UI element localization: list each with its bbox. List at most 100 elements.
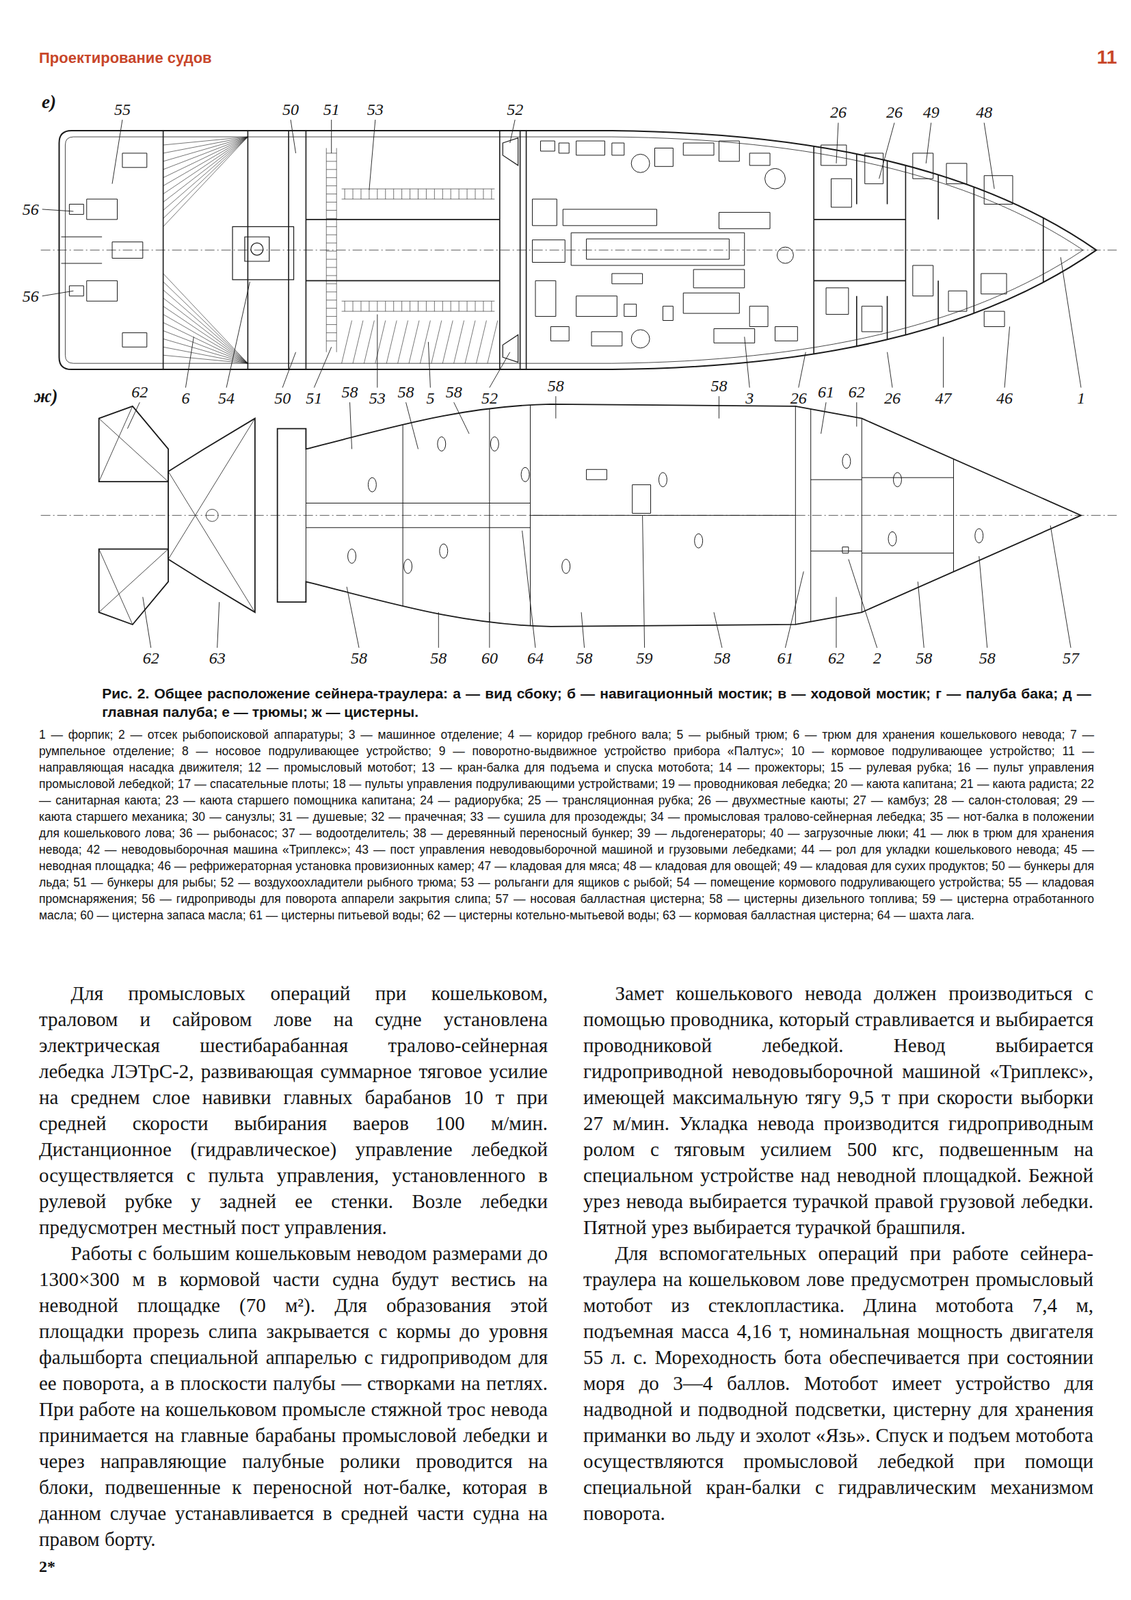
stern-machinery (122, 153, 148, 168)
engine-room-machinery (535, 280, 556, 316)
tank-division (530, 514, 796, 516)
bulkhead-line (305, 280, 500, 282)
leader-line (718, 395, 720, 419)
manhole (888, 531, 897, 546)
bulkhead-line (937, 280, 939, 364)
engine-room-machinery (718, 211, 770, 229)
hatching (163, 136, 249, 145)
callout-number: 56 (21, 200, 41, 219)
leader-line (555, 395, 556, 419)
callout-number: 62 (129, 382, 150, 401)
leader-line (282, 352, 296, 388)
callout-number: 62 (141, 648, 161, 667)
fore-compartment-fittings (821, 144, 1013, 332)
engine-room-machinery (550, 326, 569, 341)
deck-line (64, 136, 1083, 364)
thruster-room (244, 236, 270, 262)
engine-room-machinery (693, 269, 745, 288)
hatching (409, 300, 411, 312)
hatching (397, 320, 409, 364)
hatching (326, 234, 337, 236)
callout-number: 6 (179, 389, 191, 407)
leader-line (454, 402, 470, 434)
engine-room-machinery (558, 142, 569, 154)
hatching (376, 300, 378, 312)
fore-compartment-fittings (983, 175, 1013, 205)
hatching (326, 147, 327, 352)
stern-machinery (60, 263, 102, 264)
tank-division (305, 527, 530, 528)
hatching (384, 188, 386, 199)
tank-outline (99, 404, 1082, 627)
hatching (434, 188, 435, 199)
leader-line (1050, 525, 1071, 648)
hatching (458, 188, 460, 199)
leader-line (1004, 326, 1010, 388)
hatching (393, 188, 394, 199)
hatching (386, 320, 397, 364)
callout-number: 26 (828, 103, 848, 122)
hatching (163, 289, 249, 364)
hatching (326, 324, 337, 325)
hatching (450, 300, 452, 312)
leader-line (925, 122, 931, 163)
signature-mark: 2* (38, 1557, 56, 1576)
tank-outline (277, 404, 1082, 627)
thruster-room (232, 226, 294, 280)
manhole (632, 484, 651, 514)
leader-line (406, 402, 419, 449)
bulkhead-line (247, 122, 249, 378)
leader-line (350, 402, 353, 449)
hatching (352, 300, 354, 312)
hatching (163, 136, 249, 210)
callout-number: 58 (712, 648, 732, 667)
engine-room-machinery (611, 142, 625, 156)
engine-room-machinery (540, 140, 555, 152)
body-paragraph: Работы с большим кошельковым неводом раз… (38, 1239, 548, 1552)
hatching (326, 177, 337, 178)
bulkhead-line (525, 122, 528, 378)
callout-number: 64 (525, 648, 545, 667)
callout-number: 2 (871, 648, 883, 667)
hatching (326, 299, 337, 301)
engine-room-machinery (683, 292, 740, 314)
manhole (893, 472, 902, 487)
stern-machinery (86, 280, 118, 301)
tank-division (953, 387, 954, 643)
callout-number: 55 (112, 100, 132, 119)
leader-line (979, 555, 988, 648)
hatching (326, 259, 337, 260)
hatching (341, 188, 496, 190)
callout-number: 58 (349, 648, 369, 667)
leader-line (489, 352, 511, 388)
hatching (163, 136, 249, 227)
thruster-room (250, 242, 264, 256)
bulkhead-line (905, 122, 907, 378)
leader-line (313, 346, 331, 388)
hatching (417, 300, 419, 312)
hatching (360, 300, 362, 312)
hatching (487, 320, 498, 364)
callout-number: 52 (505, 100, 525, 119)
fore-compartment-fittings (831, 178, 853, 208)
leader-line (983, 122, 995, 189)
hatching (341, 311, 496, 312)
bulkhead-line (305, 122, 308, 378)
engine-room-machinery (570, 232, 745, 266)
manhole (439, 543, 448, 558)
hatching (454, 320, 465, 364)
engine-room-machinery (662, 306, 673, 321)
bulkhead-line (856, 136, 858, 204)
engine-room-machinery (655, 147, 674, 167)
engine-room-machinery (713, 328, 755, 343)
callout-number: 63 (207, 648, 228, 667)
tank-division (488, 387, 490, 643)
hatching (341, 320, 353, 364)
engine-room-machinery (624, 304, 637, 317)
hatching (467, 300, 468, 312)
hatching (326, 209, 337, 211)
body-paragraph: Замет кошелькового невода должен произво… (583, 979, 1094, 1240)
hatching (408, 320, 420, 364)
hatching (409, 188, 411, 199)
leader-line (1060, 257, 1082, 388)
